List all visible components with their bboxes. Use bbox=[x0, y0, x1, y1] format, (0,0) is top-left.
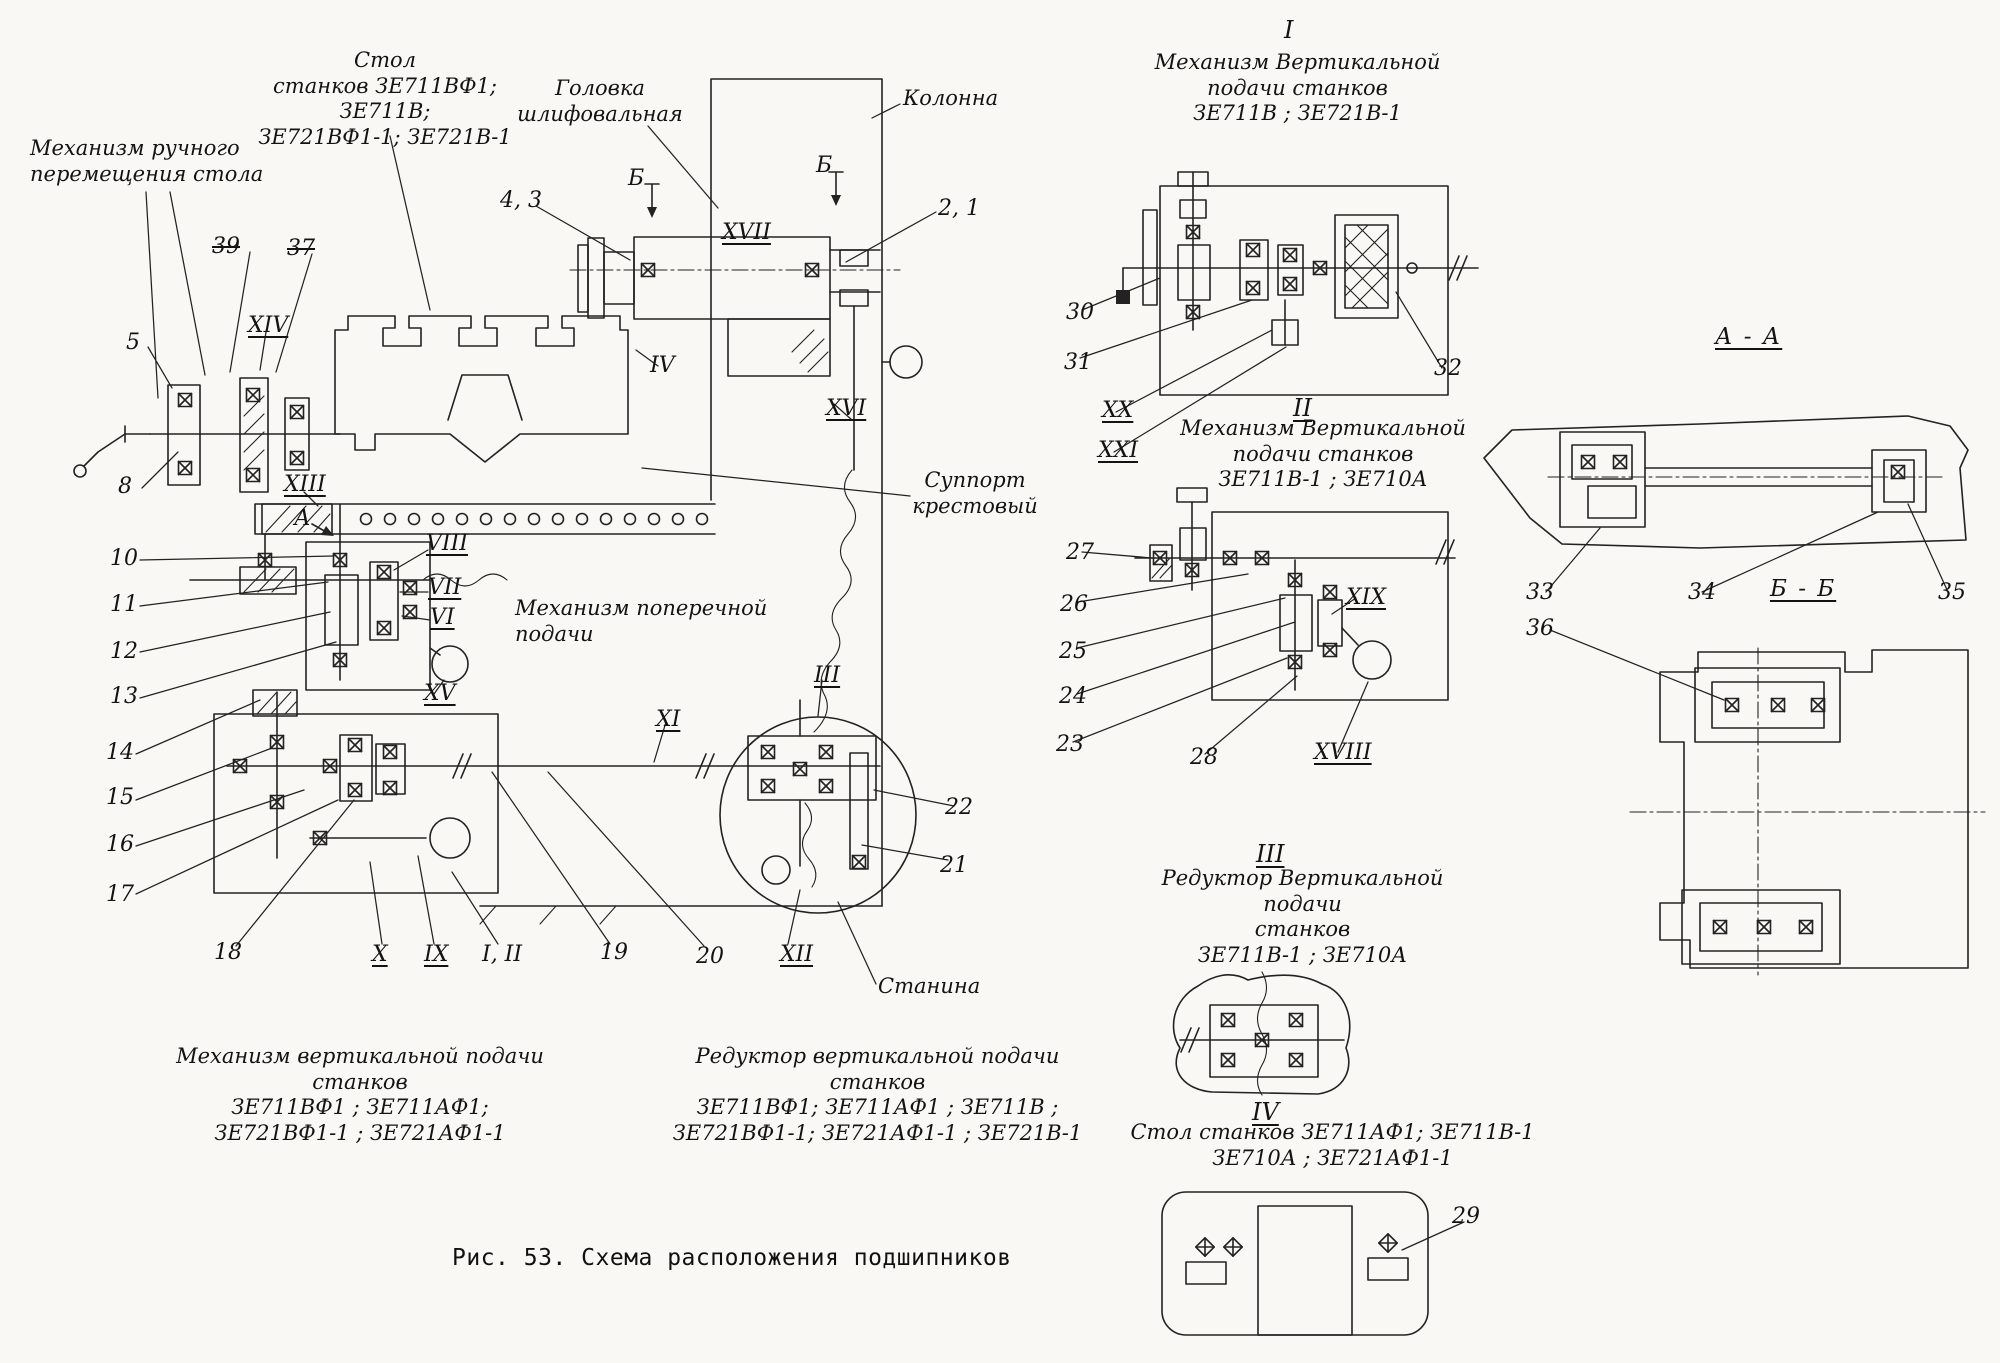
callout-15: 15 bbox=[106, 785, 134, 810]
callout-10: 10 bbox=[110, 546, 138, 571]
panel-4-title: Стол станков ЗЕ711АФ1; ЗЕ711В-1 ЗЕ710А ;… bbox=[1130, 1120, 1535, 1170]
callout-4-3: 4, 3 bbox=[500, 188, 542, 213]
table-profile-drawing bbox=[334, 315, 629, 463]
roman-XIII: XIII bbox=[284, 472, 326, 497]
detail-iii-drawing bbox=[719, 699, 917, 914]
callout-25: 25 bbox=[1059, 639, 1087, 664]
manual-table-mechanism-drawing bbox=[73, 377, 341, 493]
callout-35: 35 bbox=[1938, 580, 1966, 605]
callout-8: 8 bbox=[118, 474, 132, 499]
callout-5: 5 bbox=[126, 330, 140, 355]
label-cross-support: Суппорт крестовый bbox=[912, 468, 1038, 518]
callout-12: 12 bbox=[110, 639, 138, 664]
roman-XXI: XXI bbox=[1098, 438, 1139, 463]
label-table-models: Стол станков ЗЕ711ВФ1; ЗЕ711В; ЗЕ721ВФ1-… bbox=[258, 48, 512, 149]
callout-18: 18 bbox=[214, 940, 242, 965]
panel-2-drawing bbox=[1134, 487, 1456, 701]
section-a-arrow bbox=[311, 523, 334, 536]
callout-23: 23 bbox=[1056, 732, 1084, 757]
callout-16: 16 bbox=[106, 832, 134, 857]
callout-36: 36 bbox=[1526, 616, 1554, 641]
section-aa-drawing bbox=[1483, 415, 1969, 549]
callout-20: 20 bbox=[696, 944, 724, 969]
roman-XIV: XIV bbox=[248, 313, 289, 338]
callout-11: 11 bbox=[110, 592, 138, 617]
label-grinding-head: Головка шлифовальная bbox=[517, 76, 683, 126]
label-manual-table-mechanism: Механизм ручного перемещения стола bbox=[30, 136, 264, 186]
callout-30: 30 bbox=[1066, 300, 1094, 325]
label-column: Колонна bbox=[903, 86, 999, 110]
grinding-head-drawing bbox=[569, 236, 923, 471]
callout-28: 28 bbox=[1190, 745, 1218, 770]
section-aa-title: А - А bbox=[1715, 324, 1783, 350]
callout-37: 37 bbox=[287, 236, 315, 261]
section-bb-drawing bbox=[1629, 647, 1986, 976]
callout-33: 33 bbox=[1526, 580, 1554, 605]
roman-IV: IV bbox=[650, 353, 675, 378]
panel-3-title: Редуктор Вертикальной подачи станков ЗЕ7… bbox=[1161, 866, 1444, 967]
callout-29: 29 bbox=[1452, 1204, 1480, 1229]
label-vertical-feed-reducer: Редуктор вертикальной подачи станков ЗЕ7… bbox=[672, 1044, 1083, 1145]
callout-27: 27 bbox=[1066, 540, 1094, 565]
roman-I-II: I, II bbox=[482, 942, 523, 967]
mark-b-right: Б bbox=[816, 153, 833, 178]
panel-3-drawing bbox=[1172, 971, 1351, 1096]
roman-XVIII: XVIII bbox=[1314, 740, 1372, 765]
panel-2-title: Механизм Вертикальной подачи станков ЗЕ7… bbox=[1180, 416, 1466, 492]
roman-IX: IX bbox=[424, 942, 449, 967]
leader-lines bbox=[135, 103, 1949, 1251]
callout-21: 21 bbox=[940, 853, 968, 878]
mark-a: А bbox=[294, 506, 311, 531]
roman-VIII: VIII bbox=[426, 531, 468, 556]
roman-XX: XX bbox=[1102, 398, 1134, 423]
roman-XVI: XVI bbox=[826, 396, 867, 421]
roman-X: X bbox=[372, 942, 388, 967]
section-b-arrows bbox=[644, 171, 844, 218]
callout-22: 22 bbox=[945, 795, 973, 820]
panel-1-title: Механизм Вертикальной подачи станков ЗЕ7… bbox=[1154, 50, 1441, 126]
roman-III: III bbox=[814, 663, 841, 688]
callout-17: 17 bbox=[106, 882, 134, 907]
feed-shaft-wavy-lines bbox=[422, 469, 857, 888]
callout-31: 31 bbox=[1064, 350, 1092, 375]
callout-14: 14 bbox=[106, 740, 134, 765]
callout-24: 24 bbox=[1059, 684, 1087, 709]
section-bb-title: Б - Б bbox=[1770, 576, 1837, 602]
callout-26: 26 bbox=[1060, 592, 1088, 617]
roman-XIX: XIX bbox=[1346, 585, 1387, 610]
roman-XV: XV bbox=[424, 681, 456, 706]
panel-3-number: III bbox=[1256, 840, 1285, 868]
column-outline bbox=[479, 78, 883, 925]
cross-feed-gearbox-drawing bbox=[189, 504, 469, 691]
figure-caption: Рис. 53. Схема расположения подшипников bbox=[452, 1245, 1012, 1271]
roman-VI: VI bbox=[430, 605, 455, 630]
label-vertical-feed-mechanism: Механизм вертикальной подачи станков ЗЕ7… bbox=[176, 1044, 544, 1145]
callout-2-1: 2, 1 bbox=[938, 196, 980, 221]
roman-XVII: XVII bbox=[722, 220, 771, 245]
callout-34: 34 bbox=[1688, 580, 1716, 605]
callout-32: 32 bbox=[1434, 356, 1462, 381]
mark-b-left: Б bbox=[628, 166, 645, 191]
callout-19: 19 bbox=[600, 940, 628, 965]
roman-XI: XI bbox=[656, 707, 681, 732]
callout-39: 39 bbox=[212, 234, 240, 259]
roman-VII: VII bbox=[428, 575, 462, 600]
panel-2-number: II bbox=[1293, 394, 1312, 422]
vertical-feed-gearbox-drawing bbox=[213, 689, 881, 894]
roman-XII: XII bbox=[780, 942, 814, 967]
label-bed: Станина bbox=[878, 974, 981, 998]
panel-4-number: IV bbox=[1252, 1098, 1279, 1126]
callout-13: 13 bbox=[110, 684, 138, 709]
panel-4-drawing bbox=[1161, 1191, 1429, 1336]
panel-1-drawing bbox=[1116, 171, 1479, 396]
label-cross-feed-mechanism: Механизм поперечной подачи bbox=[515, 596, 768, 646]
panel-1-number: I bbox=[1284, 16, 1294, 44]
